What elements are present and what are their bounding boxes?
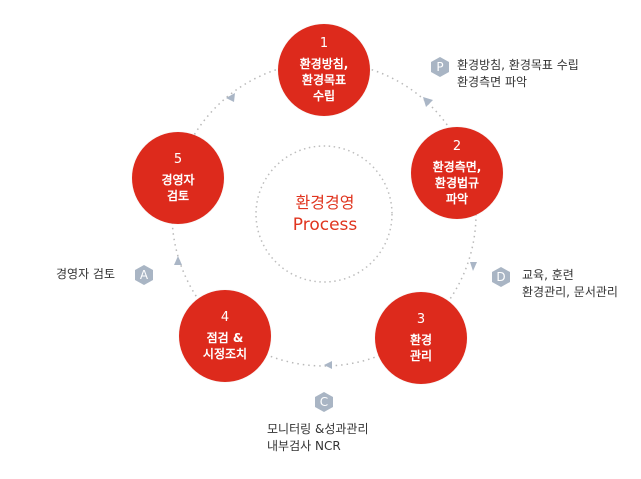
badge-do-letter: D xyxy=(496,270,506,284)
inner-ring xyxy=(255,145,393,283)
badge-plan: P xyxy=(429,56,451,78)
hexagon-icon xyxy=(315,392,333,412)
step-3-number: 3 xyxy=(416,312,426,327)
hexagon-icon xyxy=(492,267,510,287)
badge-check-note-line1: 모니터링 &성과관리 xyxy=(267,422,369,436)
step-1-label-line2: 환경목표 xyxy=(301,73,347,87)
step-5-label-line1: 경영자 xyxy=(161,173,195,187)
step-4-label-line2: 시정조치 xyxy=(202,347,248,361)
arrow-1-to-2 xyxy=(423,97,433,107)
badge-plan-note-line1: 환경방침, 환경목표 수립 xyxy=(457,58,579,72)
step-4-node: 4 점검 & 시정조치 xyxy=(179,290,271,382)
badge-do-note-line2: 환경관리, 문서관리 xyxy=(522,285,618,299)
center-title: 환경경영 xyxy=(295,193,355,212)
step-1-node: 1 환경방침, 환경목표 수립 xyxy=(278,24,370,116)
step-2-number: 2 xyxy=(452,139,462,154)
step-2-label-line1: 환경측면, xyxy=(432,160,482,174)
step-3-label-line1: 환경 xyxy=(409,333,433,347)
badge-check: C xyxy=(313,391,335,413)
step-1-number: 1 xyxy=(319,36,329,51)
step-2-node: 2 환경측면, 환경법규 파악 xyxy=(411,127,503,219)
step-5-label-line2: 검토 xyxy=(166,189,190,203)
arrow-5-to-1 xyxy=(226,93,235,102)
badge-check-letter: C xyxy=(319,395,329,409)
step-2-label-line3: 파악 xyxy=(445,192,469,206)
badge-check-note: 모니터링 &성과관리 내부검사 NCR xyxy=(267,421,369,455)
step-5-number: 5 xyxy=(173,152,183,167)
badge-act-letter: A xyxy=(139,268,149,282)
step-1-label-line1: 환경방침, xyxy=(299,57,349,71)
step-1-label-line3: 수립 xyxy=(312,89,336,103)
hexagon-icon xyxy=(135,265,153,285)
step-2-label-line2: 환경법규 xyxy=(434,176,480,190)
step-4-label-line1: 점검 & xyxy=(206,331,244,345)
step-5-node: 5 경영자 검토 xyxy=(132,132,224,224)
badge-do-note-line1: 교육, 훈련 xyxy=(522,268,574,282)
badge-plan-letter: P xyxy=(436,60,444,74)
badge-do-note: 교육, 훈련 환경관리, 문서관리 xyxy=(522,267,618,301)
step-3-label-line2: 관리 xyxy=(409,349,433,363)
badge-plan-note: 환경방침, 환경목표 수립 환경측면 파악 xyxy=(457,57,579,91)
step-4-number: 4 xyxy=(220,310,230,325)
center-subtitle: Process xyxy=(292,215,358,235)
badge-check-note-line2: 내부검사 NCR xyxy=(267,439,341,453)
badge-act: A xyxy=(133,264,155,286)
hexagon-icon xyxy=(431,57,449,77)
arrow-2-to-3 xyxy=(470,262,477,271)
badge-act-note: 경영자 검토 xyxy=(56,266,115,283)
step-3-node: 3 환경 관리 xyxy=(375,292,467,384)
badge-act-note-line1: 경영자 검토 xyxy=(56,267,116,281)
arrow-4-to-5 xyxy=(174,256,182,265)
badge-plan-note-line2: 환경측면 파악 xyxy=(457,75,528,89)
badge-do: D xyxy=(490,266,512,288)
arrow-3-to-4 xyxy=(324,361,332,369)
